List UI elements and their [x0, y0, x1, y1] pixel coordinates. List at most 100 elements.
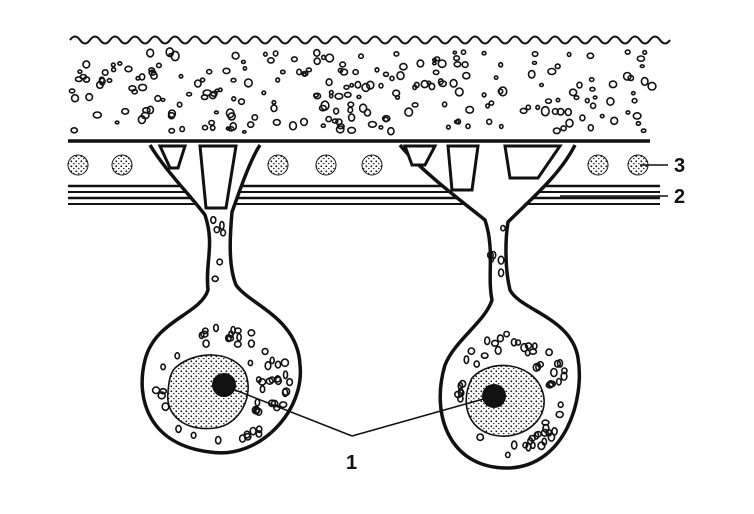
granule	[246, 121, 255, 129]
granule	[454, 87, 464, 97]
granule	[393, 51, 400, 57]
granule	[137, 83, 148, 92]
granule	[82, 60, 91, 69]
granule	[354, 80, 362, 89]
granule	[117, 60, 123, 66]
granule	[146, 48, 155, 58]
granule	[208, 119, 216, 126]
granule	[392, 89, 401, 97]
granule	[535, 104, 541, 111]
soma-granule	[247, 339, 256, 348]
label-2: 2	[674, 186, 685, 208]
soma-granule	[540, 428, 549, 437]
granule	[231, 51, 240, 60]
granule	[488, 100, 495, 106]
granule	[485, 118, 493, 126]
granule	[538, 82, 545, 88]
granule	[165, 47, 175, 58]
granule	[347, 106, 354, 114]
left-notch-2	[198, 144, 238, 210]
granule	[531, 50, 539, 58]
granule	[411, 102, 419, 108]
soma-granule	[269, 356, 276, 365]
soma-granule	[522, 441, 529, 449]
granule	[361, 82, 371, 93]
soma-granule	[510, 337, 518, 347]
granule	[635, 121, 642, 127]
soma-granule	[216, 258, 224, 266]
granule	[498, 61, 504, 68]
granule	[120, 107, 130, 115]
soma-granule	[486, 251, 494, 260]
soma-granule	[259, 385, 266, 394]
left-soma-granules	[151, 215, 294, 445]
granule	[396, 70, 405, 81]
granule	[334, 92, 344, 100]
granule	[461, 60, 469, 69]
granule	[230, 77, 237, 83]
soma-granule	[190, 431, 197, 439]
granule	[227, 112, 236, 121]
soma-granule	[551, 426, 558, 436]
granule	[461, 71, 471, 80]
soma-granule	[476, 433, 485, 442]
top-wavy-surface	[69, 35, 671, 45]
granule	[213, 110, 220, 115]
granule	[318, 104, 328, 112]
granule	[325, 78, 333, 87]
granule	[320, 123, 327, 129]
granule	[201, 124, 209, 131]
granule	[349, 82, 355, 88]
granule	[68, 88, 76, 94]
granule	[154, 94, 162, 103]
granule	[568, 88, 578, 97]
granule	[555, 97, 561, 103]
granule	[382, 116, 389, 123]
granule	[343, 84, 350, 91]
granule	[631, 97, 638, 104]
soma-granule	[255, 429, 263, 438]
granule	[639, 64, 645, 69]
soma-granule	[219, 229, 227, 237]
granule	[85, 92, 94, 102]
leader-1-left	[224, 385, 353, 437]
soma-granule	[556, 358, 564, 368]
left-notch-1	[157, 144, 188, 170]
soma-granule	[497, 255, 505, 265]
granule	[647, 81, 657, 91]
granule	[481, 50, 487, 56]
soma-granule	[557, 401, 564, 409]
granule	[168, 127, 176, 134]
soma-granule	[454, 390, 463, 399]
granule	[485, 103, 491, 109]
soma-granule	[278, 401, 288, 409]
granule	[110, 62, 116, 68]
soma-granule	[483, 336, 491, 346]
granule	[426, 80, 432, 85]
soma-granule	[547, 380, 556, 388]
granule	[547, 67, 557, 76]
granule	[640, 128, 647, 134]
granule	[608, 80, 618, 89]
granule	[270, 104, 278, 113]
granule	[179, 125, 186, 133]
granule	[313, 57, 322, 66]
granule	[356, 94, 362, 100]
granule	[357, 53, 365, 60]
granule	[155, 62, 162, 69]
soma-granule	[490, 339, 500, 347]
granule	[378, 125, 384, 130]
soma-granule	[210, 215, 217, 225]
granule	[498, 123, 504, 130]
granule	[296, 68, 303, 76]
soma-granule	[555, 410, 565, 419]
granule	[453, 119, 460, 125]
granule	[266, 57, 275, 64]
granule	[566, 51, 572, 58]
soma-granule	[496, 334, 505, 343]
soma-granule	[510, 440, 518, 450]
soma-granule	[561, 367, 568, 375]
granule	[261, 90, 267, 96]
granule	[305, 67, 313, 73]
